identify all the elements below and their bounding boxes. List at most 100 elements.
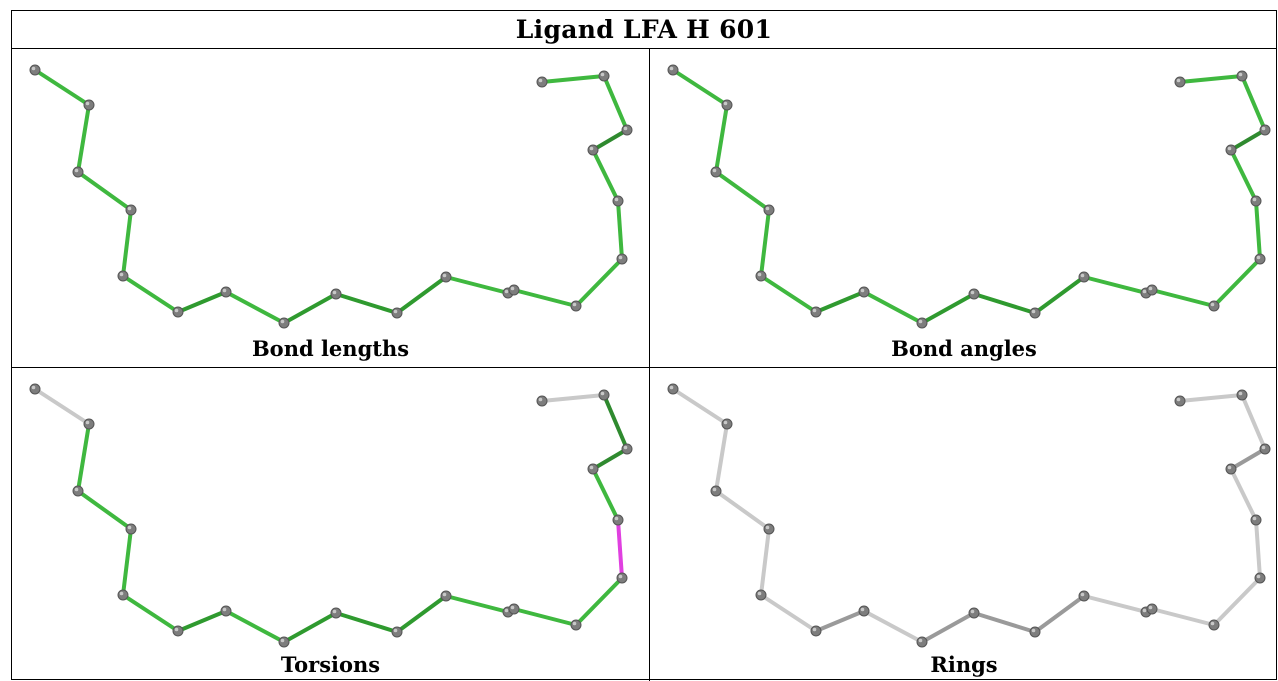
atom-15: [1250, 195, 1262, 207]
bond-14: [616, 518, 624, 580]
bond-18: [540, 74, 606, 84]
atom-highlight-7: [918, 638, 923, 643]
bond-10: [444, 594, 510, 614]
bond-1: [714, 103, 729, 174]
atom-13: [570, 619, 582, 631]
atom-highlight-5: [812, 627, 817, 632]
bond-18: [540, 393, 606, 403]
bond-10: [444, 275, 510, 295]
atom-18: [1236, 70, 1248, 82]
column-divider: [649, 48, 650, 681]
atom-highlight-11: [1142, 289, 1147, 294]
atom-1: [721, 99, 733, 111]
atom-13: [1208, 300, 1220, 312]
atom-18: [1236, 389, 1248, 401]
atom-highlight-12: [510, 605, 515, 610]
caption-bond-angles: Bond angles: [891, 336, 1037, 361]
atom-6: [858, 605, 870, 617]
atom-highlight-6: [860, 607, 865, 612]
atom-19: [1174, 76, 1186, 88]
atom-highlight-7: [280, 638, 285, 643]
bond-9: [395, 594, 448, 634]
atom-3: [763, 523, 775, 535]
atom-highlight-13: [572, 621, 577, 626]
atom-highlight-17: [1261, 445, 1266, 450]
bond-13: [1212, 576, 1262, 627]
atom-19: [1174, 395, 1186, 407]
molecule-bond-lengths: [29, 64, 633, 329]
atom-highlight-9: [1031, 309, 1036, 314]
atom-highlight-7: [918, 319, 923, 324]
atom-19: [536, 76, 548, 88]
atom-10: [1078, 271, 1090, 283]
bond-15: [591, 467, 620, 522]
atom-highlight-0: [31, 385, 36, 390]
atom-12: [508, 603, 520, 615]
atom-highlight-10: [1080, 273, 1085, 278]
table-title: Ligand LFA H 601: [12, 11, 1276, 49]
row-divider: [12, 367, 1276, 368]
panel-bond-lengths: Bond lengths: [12, 49, 649, 367]
atom-8: [330, 288, 342, 300]
atom-4: [117, 589, 129, 601]
atom-3: [125, 523, 137, 535]
bond-3: [759, 527, 771, 597]
atom-highlight-13: [1210, 302, 1215, 307]
atom-highlight-6: [222, 288, 227, 293]
bond-17: [1240, 393, 1267, 451]
bond-5: [814, 609, 866, 633]
atom-3: [125, 204, 137, 216]
bond-4: [121, 593, 180, 633]
atom-highlight-8: [332, 290, 337, 295]
molecule-rings: [667, 383, 1271, 648]
caption-rings: Rings: [930, 652, 998, 677]
atom-highlight-12: [1148, 286, 1153, 291]
bond-3: [121, 208, 133, 278]
bond-2: [714, 170, 771, 212]
atom-0: [29, 64, 41, 76]
bond-8: [334, 292, 399, 315]
atom-10: [1078, 590, 1090, 602]
bond-6: [224, 290, 286, 325]
bond-4: [759, 593, 818, 633]
atom-highlight-18: [1238, 72, 1243, 77]
atom-highlight-0: [669, 66, 674, 71]
atom-17: [621, 124, 633, 136]
atom-highlight-5: [174, 627, 179, 632]
bond-8: [972, 611, 1037, 634]
atom-8: [968, 607, 980, 619]
atom-highlight-3: [127, 525, 132, 530]
atom-8: [968, 288, 980, 300]
caption-torsions: Torsions: [280, 652, 381, 677]
atom-highlight-9: [393, 309, 398, 314]
atom-0: [29, 383, 41, 395]
atom-highlight-12: [510, 286, 515, 291]
atom-highlight-10: [1080, 592, 1085, 597]
bond-2: [76, 489, 133, 531]
bond-4: [759, 274, 818, 314]
atom-highlight-0: [31, 66, 36, 71]
atom-highlight-10: [442, 273, 447, 278]
atom-highlight-1: [85, 101, 90, 106]
atom-9: [1029, 626, 1041, 638]
atom-highlight-17: [623, 445, 628, 450]
atom-highlight-13: [1210, 621, 1215, 626]
atom-highlight-4: [119, 272, 124, 277]
atom-highlight-15: [1252, 516, 1257, 521]
atom-highlight-16: [1227, 146, 1232, 151]
atom-18: [598, 70, 610, 82]
bond-7: [920, 611, 976, 644]
bond-0: [671, 68, 729, 107]
bond-1: [714, 422, 729, 493]
atom-highlight-4: [757, 591, 762, 596]
bond-15: [591, 148, 620, 203]
atom-5: [172, 625, 184, 637]
atom-highlight-18: [600, 72, 605, 77]
atom-highlight-3: [765, 206, 770, 211]
atom-highlight-14: [1256, 255, 1261, 260]
atom-highlight-12: [1148, 605, 1153, 610]
atom-highlight-4: [757, 272, 762, 277]
bond-16: [591, 128, 629, 152]
atom-12: [1146, 603, 1158, 615]
bond-9: [395, 275, 448, 315]
